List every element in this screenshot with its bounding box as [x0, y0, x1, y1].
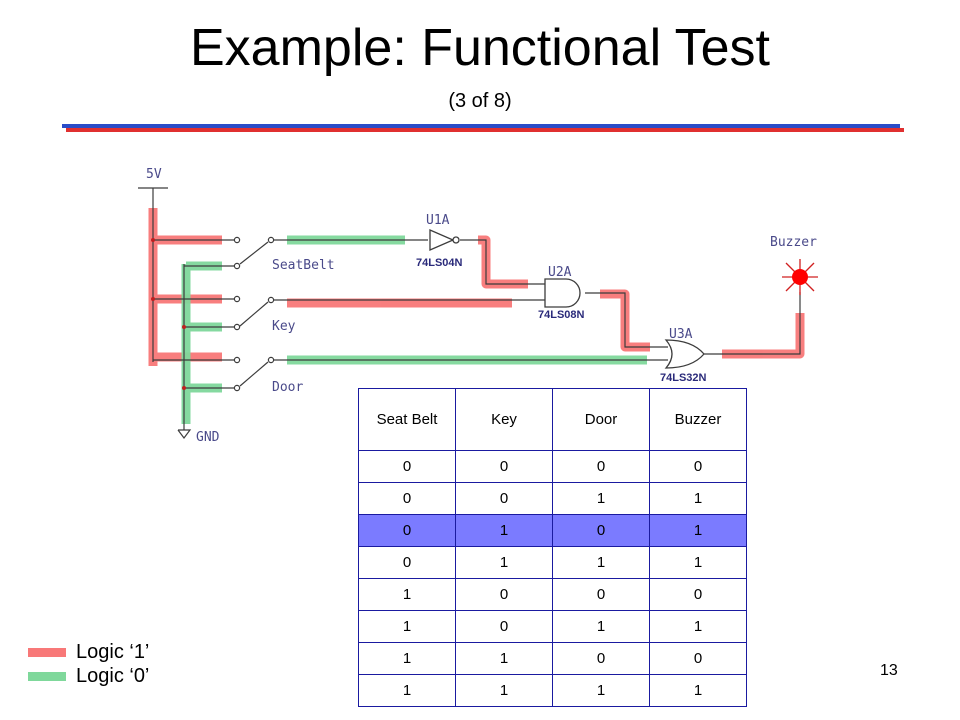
- switch-contacts: [233, 236, 275, 392]
- table-cell: 1: [455, 674, 553, 707]
- table-cell: 0: [552, 514, 650, 547]
- table-row-highlighted: 0 1 0 1: [358, 514, 747, 547]
- table-row: 1 1 0 0: [358, 642, 747, 675]
- legend-label: Logic ‘1’: [76, 641, 150, 663]
- table-cell: 1: [455, 514, 553, 547]
- gate-ref-u1a: U1A: [426, 213, 450, 228]
- table-cell: 0: [649, 450, 747, 483]
- table-row: 1 1 1 1: [358, 674, 747, 707]
- table-cell: 0: [649, 578, 747, 611]
- junction-dots: [151, 238, 186, 390]
- legend-swatch-green: [28, 672, 66, 681]
- truth-table-header-row: Seat Belt Key Door Buzzer: [358, 388, 747, 451]
- table-cell: 0: [358, 450, 456, 483]
- legend-label: Logic ‘0’: [76, 665, 150, 687]
- title-rule-blue: [62, 124, 900, 128]
- switch-label-door: Door: [272, 380, 303, 395]
- table-cell: 1: [358, 674, 456, 707]
- output-label-buzzer: Buzzer: [770, 235, 817, 250]
- table-cell: 0: [455, 610, 553, 643]
- header-door: Door: [552, 388, 650, 451]
- table-row: 1 0 1 1: [358, 610, 747, 643]
- table-cell: 0: [455, 482, 553, 515]
- slide-title: Example: Functional Test: [190, 19, 770, 77]
- table-cell: 0: [552, 450, 650, 483]
- schematic-wiring: [138, 187, 801, 439]
- table-row: 0 1 1 1: [358, 546, 747, 579]
- and-gate-u2a: [544, 278, 581, 308]
- slide-subtitle: (3 of 8): [448, 90, 512, 112]
- switch-label-seatbelt: SeatBelt: [272, 258, 335, 273]
- table-cell: 1: [358, 578, 456, 611]
- buzzer-icon: [782, 259, 818, 295]
- table-cell: 0: [649, 642, 747, 675]
- table-cell: 0: [552, 642, 650, 675]
- table-cell: 1: [552, 610, 650, 643]
- table-cell: 1: [649, 610, 747, 643]
- header-buzzer: Buzzer: [649, 388, 747, 451]
- table-row: 0 0 0 0: [358, 450, 747, 483]
- legend-swatch-red: [28, 648, 66, 657]
- table-cell: 0: [358, 482, 456, 515]
- switch-label-key: Key: [272, 319, 296, 334]
- supply-label: 5V: [146, 167, 162, 182]
- truth-table: Seat Belt Key Door Buzzer 0 0 0 0 0 0 1 …: [358, 388, 747, 707]
- gate-part-74ls08n: 74LS08N: [538, 309, 585, 321]
- legend-logic-0: Logic ‘0’: [28, 665, 149, 688]
- table-cell: 1: [455, 546, 553, 579]
- table-cell: 1: [552, 482, 650, 515]
- table-cell: 0: [552, 578, 650, 611]
- header-seat-belt: Seat Belt: [358, 388, 456, 451]
- table-cell: 1: [552, 546, 650, 579]
- table-row: 0 0 1 1: [358, 482, 747, 515]
- table-cell: 1: [358, 610, 456, 643]
- gate-part-74ls32n: 74LS32N: [660, 372, 707, 384]
- gate-ref-u2a: U2A: [548, 265, 572, 280]
- table-cell: 1: [358, 642, 456, 675]
- title-rule-red: [66, 128, 904, 132]
- table-cell: 1: [649, 546, 747, 579]
- table-cell: 1: [649, 514, 747, 547]
- table-cell: 0: [455, 450, 553, 483]
- table-cell: 1: [552, 674, 650, 707]
- table-row: 1 0 0 0: [358, 578, 747, 611]
- legend-logic-1: Logic ‘1’: [28, 641, 149, 664]
- gate-ref-u3a: U3A: [669, 327, 693, 342]
- table-cell: 1: [455, 642, 553, 675]
- table-cell: 0: [358, 514, 456, 547]
- table-cell: 1: [649, 674, 747, 707]
- or-gate-u3a: [664, 339, 705, 369]
- gate-part-74ls04n: 74LS04N: [416, 257, 463, 269]
- ground-label: GND: [196, 430, 220, 445]
- logic-1-highlights: [148, 208, 805, 366]
- table-cell: 0: [358, 546, 456, 579]
- table-cell: 1: [649, 482, 747, 515]
- not-gate-u1a: [429, 229, 460, 251]
- table-cell: 0: [455, 578, 553, 611]
- header-key: Key: [455, 388, 553, 451]
- page-number: 13: [880, 662, 898, 679]
